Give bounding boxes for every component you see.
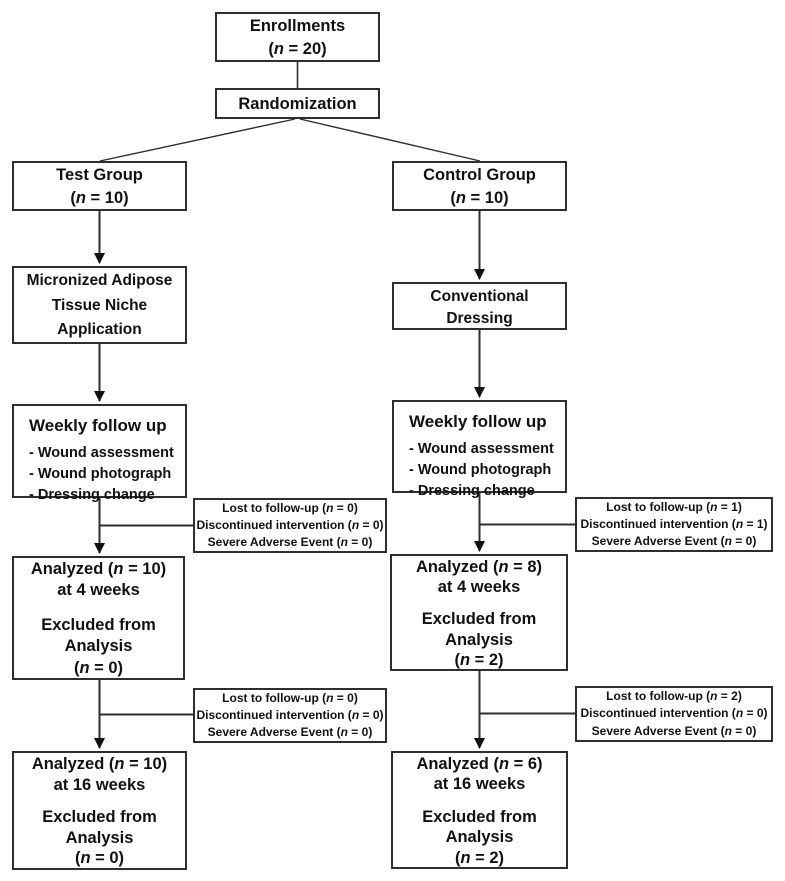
control-dropout-4w-line-3: Severe Adverse Event (n = 0) bbox=[591, 534, 757, 548]
test-intervention-line-1: Micronized Adipose bbox=[26, 272, 173, 289]
enrollments-line-2: (n = 20) bbox=[268, 40, 327, 58]
test-group-line-1: Test Group bbox=[56, 166, 143, 184]
control-analyzed-16w-spacer bbox=[393, 794, 566, 806]
test-intervention-line-3: Application bbox=[57, 321, 142, 339]
control-analyzed-16w-line-5: (n = 2) bbox=[454, 848, 505, 867]
test-followup-item-3: - Dressing change bbox=[29, 487, 155, 503]
control-dropout-4w-line-1: Lost to follow-up (n = 1) bbox=[606, 500, 742, 514]
control-intervention-box: Conventional Dressing bbox=[392, 282, 567, 330]
control-analyzed-16w-line-2: at 16 weeks bbox=[433, 775, 526, 794]
test-analyzed-16w-line-4: Analysis bbox=[65, 828, 134, 847]
control-analyzed-16w-line-1: Analyzed (n = 6) bbox=[416, 755, 543, 773]
randomization-box: Randomization bbox=[215, 88, 380, 119]
control-analyzed-4w-line-3: Excluded from bbox=[421, 610, 537, 629]
test-group-box: Test Group (n = 10) bbox=[12, 161, 187, 211]
control-intervention-line-2: Dressing bbox=[446, 310, 513, 327]
control-analyzed-4w-spacer bbox=[392, 596, 566, 608]
test-intervention-line-2: Tissue Niche bbox=[51, 296, 148, 314]
control-dropout-16w-line-3: Severe Adverse Event (n = 0) bbox=[591, 723, 757, 738]
test-group-line-2: (n = 10) bbox=[70, 189, 129, 207]
test-analyzed-16w-line-5: (n = 0) bbox=[74, 849, 125, 868]
control-followup-item-2: - Wound photograph bbox=[409, 462, 552, 478]
test-dropout-4w-box: Lost to follow-up (n = 0) Discontinued i… bbox=[193, 498, 387, 553]
control-dropout-16w-line-2: Discontinued intervention (n = 0) bbox=[580, 706, 768, 721]
test-intervention-box: Micronized Adipose Tissue Niche Applicat… bbox=[12, 266, 187, 344]
control-analyzed-4w-line-4: Analysis bbox=[445, 630, 513, 649]
test-analyzed-4w-line-2: at 4 weeks bbox=[57, 581, 140, 600]
control-dropout-4w-box: Lost to follow-up (n = 1) Discontinued i… bbox=[575, 497, 773, 552]
control-dropout-16w-box: Lost to follow-up (n = 2) Discontinued i… bbox=[575, 686, 773, 742]
test-followup-title: Weekly follow up bbox=[29, 416, 167, 435]
control-analyzed-4w-box: Analyzed (n = 8) at 4 weeks Excluded fro… bbox=[390, 554, 568, 671]
test-analyzed-16w-box: Analyzed (n = 10) at 16 weeks Excluded f… bbox=[12, 751, 187, 870]
control-followup-box: Weekly follow up - Wound assessment - Wo… bbox=[392, 400, 567, 499]
control-dropout-4w-line-2: Discontinued intervention (n = 1) bbox=[580, 517, 768, 531]
test-analyzed-4w-line-3: Excluded from bbox=[41, 615, 156, 634]
test-analyzed-4w-line-5: (n = 0) bbox=[73, 658, 124, 677]
control-dropout-16w-line-1: Lost to follow-up (n = 2) bbox=[606, 689, 742, 703]
enrollments-box: Enrollments (n = 20) bbox=[215, 12, 380, 62]
control-group-line-2: (n = 10) bbox=[450, 189, 509, 207]
control-followup-item-1: - Wound assessment bbox=[409, 441, 554, 457]
test-followup-item-2: - Wound photograph bbox=[29, 466, 172, 482]
test-analyzed-4w-line-4: Analysis bbox=[64, 637, 133, 656]
test-analyzed-16w-line-2: at 16 weeks bbox=[53, 775, 146, 794]
test-analyzed-4w-line-1: Analyzed (n = 10) bbox=[30, 559, 167, 578]
control-analyzed-16w-line-3: Excluded from bbox=[422, 807, 537, 826]
enrollments-line-1: Enrollments bbox=[249, 17, 346, 35]
test-analyzed-16w-spacer bbox=[14, 794, 185, 806]
control-intervention-line-1: Conventional bbox=[430, 288, 529, 305]
test-followup-box: Weekly follow up - Wound assessment - Wo… bbox=[12, 404, 187, 503]
control-followup-title: Weekly follow up bbox=[409, 412, 547, 431]
control-analyzed-4w-line-2: at 4 weeks bbox=[437, 578, 521, 597]
test-analyzed-16w-line-1: Analyzed (n = 10) bbox=[31, 755, 168, 774]
test-dropout-4w-line-1: Lost to follow-up (n = 0) bbox=[222, 501, 358, 515]
randomization-label: Randomization bbox=[238, 94, 357, 113]
test-dropout-16w-line-3: Severe Adverse Event (n = 0) bbox=[207, 725, 373, 739]
test-dropout-16w-line-1: Lost to follow-up (n = 0) bbox=[222, 691, 358, 705]
test-dropout-16w-box: Lost to follow-up (n = 0) Discontinued i… bbox=[193, 688, 387, 743]
test-analyzed-4w-spacer bbox=[14, 601, 183, 614]
test-analyzed-4w-box: Analyzed (n = 10) at 4 weeks Excluded fr… bbox=[12, 556, 185, 680]
control-group-box: Control Group (n = 10) bbox=[392, 161, 567, 211]
test-dropout-4w-line-2: Discontinued intervention (n = 0) bbox=[196, 518, 384, 532]
control-followup-item-3: - Dressing change bbox=[409, 483, 535, 499]
control-analyzed-4w-line-5: (n = 2) bbox=[454, 650, 504, 669]
test-dropout-4w-line-3: Severe Adverse Event (n = 0) bbox=[207, 535, 373, 549]
control-analyzed-16w-line-4: Analysis bbox=[445, 828, 514, 847]
test-dropout-16w-line-2: Discontinued intervention (n = 0) bbox=[196, 708, 384, 722]
control-group-line-1: Control Group bbox=[423, 166, 536, 184]
control-analyzed-4w-line-1: Analyzed (n = 8) bbox=[415, 557, 543, 576]
control-analyzed-16w-box: Analyzed (n = 6) at 16 weeks Excluded fr… bbox=[391, 751, 568, 869]
test-analyzed-16w-line-3: Excluded from bbox=[42, 808, 157, 827]
test-followup-item-1: - Wound assessment bbox=[29, 445, 174, 461]
